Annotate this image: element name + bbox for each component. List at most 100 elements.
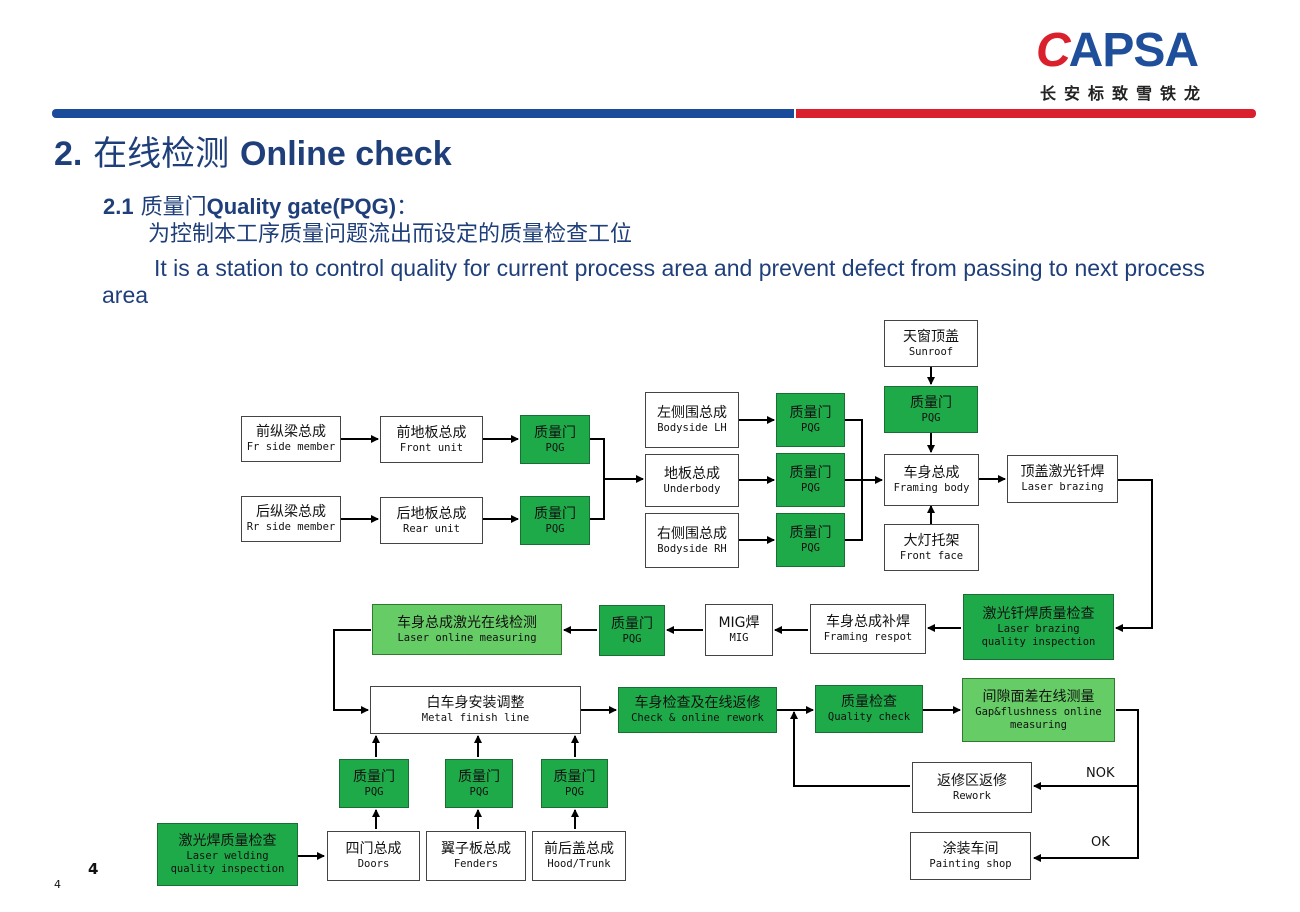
box-quality-check: 质量检查 Quality check: [815, 685, 923, 733]
box-label-cn: 四门总成: [345, 841, 402, 857]
box-bodyside-lh: 左侧围总成 Bodyside LH: [645, 392, 739, 448]
page-number-small: 4: [54, 878, 61, 891]
box-label-cn: 白车身安装调整: [426, 695, 525, 711]
box-label-en: MIG: [729, 632, 749, 644]
box-label-en: Gap&flushness online: [975, 705, 1102, 718]
logo-wordmark-rest: APSA: [1068, 24, 1199, 77]
box-label-en: Sunroof: [908, 345, 954, 358]
box-label-cn: 大灯托架: [903, 532, 960, 549]
box-label-cn: 天窗顶盖: [903, 328, 959, 345]
box-label-en: Framing respot: [823, 631, 913, 643]
box-label-cn: 翼子板总成: [441, 841, 511, 857]
box-label-en: Metal finish line: [421, 712, 530, 724]
box-label-cn: 车身总成补焊: [826, 614, 910, 630]
box-rework: 返修区返修 Rework: [912, 762, 1032, 813]
box-label-en: Fenders: [453, 858, 499, 870]
page-title: 2. 在线检测 Online check: [54, 132, 452, 176]
box-label-cn: 质量门: [458, 768, 500, 785]
section-en: Quality gate(PQG): [206, 194, 397, 219]
box-label-en: PQG: [545, 522, 565, 535]
box-label-cn: 激光钎焊质量检查: [982, 605, 1095, 622]
box-metal-finish-line: 白车身安装调整 Metal finish line: [370, 686, 581, 734]
label-ok: OK: [1091, 835, 1110, 850]
box-pqg-rear: 质量门 PQG: [520, 496, 590, 545]
box-check-online-rework: 车身检查及在线返修 Check & online rework: [618, 687, 777, 733]
box-laser-online-measuring: 车身总成激光在线检测 Laser online measuring: [372, 604, 562, 655]
box-label-en: Check & online rework: [631, 712, 764, 724]
page-number: 4: [88, 860, 99, 878]
box-pqg-underbody: 质量门 PQG: [776, 453, 845, 507]
box-label-en: Laser brazing: [1021, 481, 1104, 493]
box-pqg-doors: 质量门 PQG: [339, 759, 409, 808]
box-label-cn: 质量门: [534, 424, 576, 441]
box-rear-unit: 后地板总成 Rear unit: [380, 497, 483, 544]
box-label-en: Rear unit: [403, 522, 460, 535]
box-label-en: PQG: [801, 482, 820, 494]
box-label-en: PQG: [921, 411, 941, 424]
box-bodyside-rh: 右侧围总成 Bodyside RH: [645, 513, 739, 568]
box-label-cn: 车身检查及在线返修: [634, 695, 761, 711]
box-label-en: Front face: [899, 549, 964, 562]
box-label-cn: 左侧围总成: [657, 405, 727, 421]
box-pqg-rh: 质量门 PQG: [776, 513, 845, 567]
box-front-unit: 前地板总成 Front unit: [380, 416, 483, 463]
box-label-cn: 质量门: [789, 405, 832, 421]
box-label-en: Rr side member: [246, 521, 336, 533]
box-rear-side-member: 后纵梁总成 Rr side member: [241, 496, 341, 542]
box-label-en: PQG: [622, 632, 642, 645]
box-label-en: Underbody: [663, 482, 721, 495]
box-label-cn: 后地板总成: [396, 505, 467, 522]
box-label-cn: 质量门: [789, 465, 832, 481]
box-label-cn: 质量门: [534, 505, 576, 522]
box-label-cn: 质量门: [789, 525, 832, 541]
box-label-en: quality inspection: [170, 863, 285, 875]
box-label-cn: 返修区返修: [937, 772, 1007, 789]
box-label-en: measuring: [1010, 718, 1067, 731]
box-label-en: PQG: [565, 785, 584, 798]
box-fenders: 翼子板总成 Fenders: [426, 831, 526, 881]
description-cn: 为控制本工序质量问题流出而设定的质量检查工位: [148, 222, 633, 247]
box-label-en: Fr side member: [246, 441, 336, 453]
section-heading: 2.1 质量门Quality gate(PQG)：: [103, 192, 418, 223]
box-label-cn: 前地板总成: [396, 424, 467, 441]
box-front-side-member: 前纵梁总成 Fr side member: [241, 416, 341, 462]
box-label-cn: 质量门: [611, 615, 653, 632]
box-label-cn: 质量门: [553, 768, 596, 785]
section-cn: 质量门: [140, 195, 207, 220]
title-en: Online check: [239, 135, 452, 173]
box-pqg-sunroof: 质量门 PQG: [884, 386, 978, 433]
box-label-en: PQG: [364, 785, 384, 798]
logo-wordmark: C: [1036, 24, 1071, 77]
box-label-en: PQG: [801, 542, 820, 554]
box-label-cn: 后纵梁总成: [256, 504, 326, 520]
box-label-cn: 前后盖总成: [544, 841, 614, 857]
box-doors: 四门总成 Doors: [327, 831, 420, 881]
box-label-en: Rework: [953, 789, 991, 802]
box-label-en: Hood/Trunk: [547, 858, 611, 870]
section-colon: ：: [396, 195, 419, 220]
box-laser-welding-inspection: 激光焊质量检查 Laser welding quality inspection: [157, 823, 298, 886]
box-label-en: Laser welding: [186, 850, 269, 862]
box-laser-brazing: 顶盖激光钎焊 Laser brazing: [1007, 455, 1118, 503]
title-cn: 在线检测: [93, 134, 230, 174]
header-band-blue: [52, 109, 794, 118]
box-label-en: PQG: [469, 785, 489, 798]
label-nok: NOK: [1086, 766, 1115, 781]
box-label-en: Front unit: [399, 441, 464, 454]
logo-subtitle: 长安标致雪铁龙: [1040, 84, 1209, 103]
box-front-face: 大灯托架 Front face: [884, 524, 979, 571]
box-label-cn: 质量检查: [841, 694, 897, 710]
box-hood-trunk: 前后盖总成 Hood/Trunk: [532, 831, 626, 881]
box-label-en: Bodyside RH: [657, 542, 727, 555]
box-label-cn: 前纵梁总成: [256, 424, 326, 440]
box-label-en: Quality check: [827, 711, 911, 723]
box-label-cn: 车身总成: [903, 465, 960, 481]
box-label-cn: 右侧围总成: [657, 525, 727, 542]
box-pqg-lh: 质量门 PQG: [776, 393, 845, 447]
box-label-en: PQG: [545, 441, 565, 454]
box-label-cn: 涂装车间: [942, 841, 999, 857]
box-label-en: Bodyside LH: [657, 422, 727, 434]
box-label-en: quality inspection: [981, 635, 1096, 648]
